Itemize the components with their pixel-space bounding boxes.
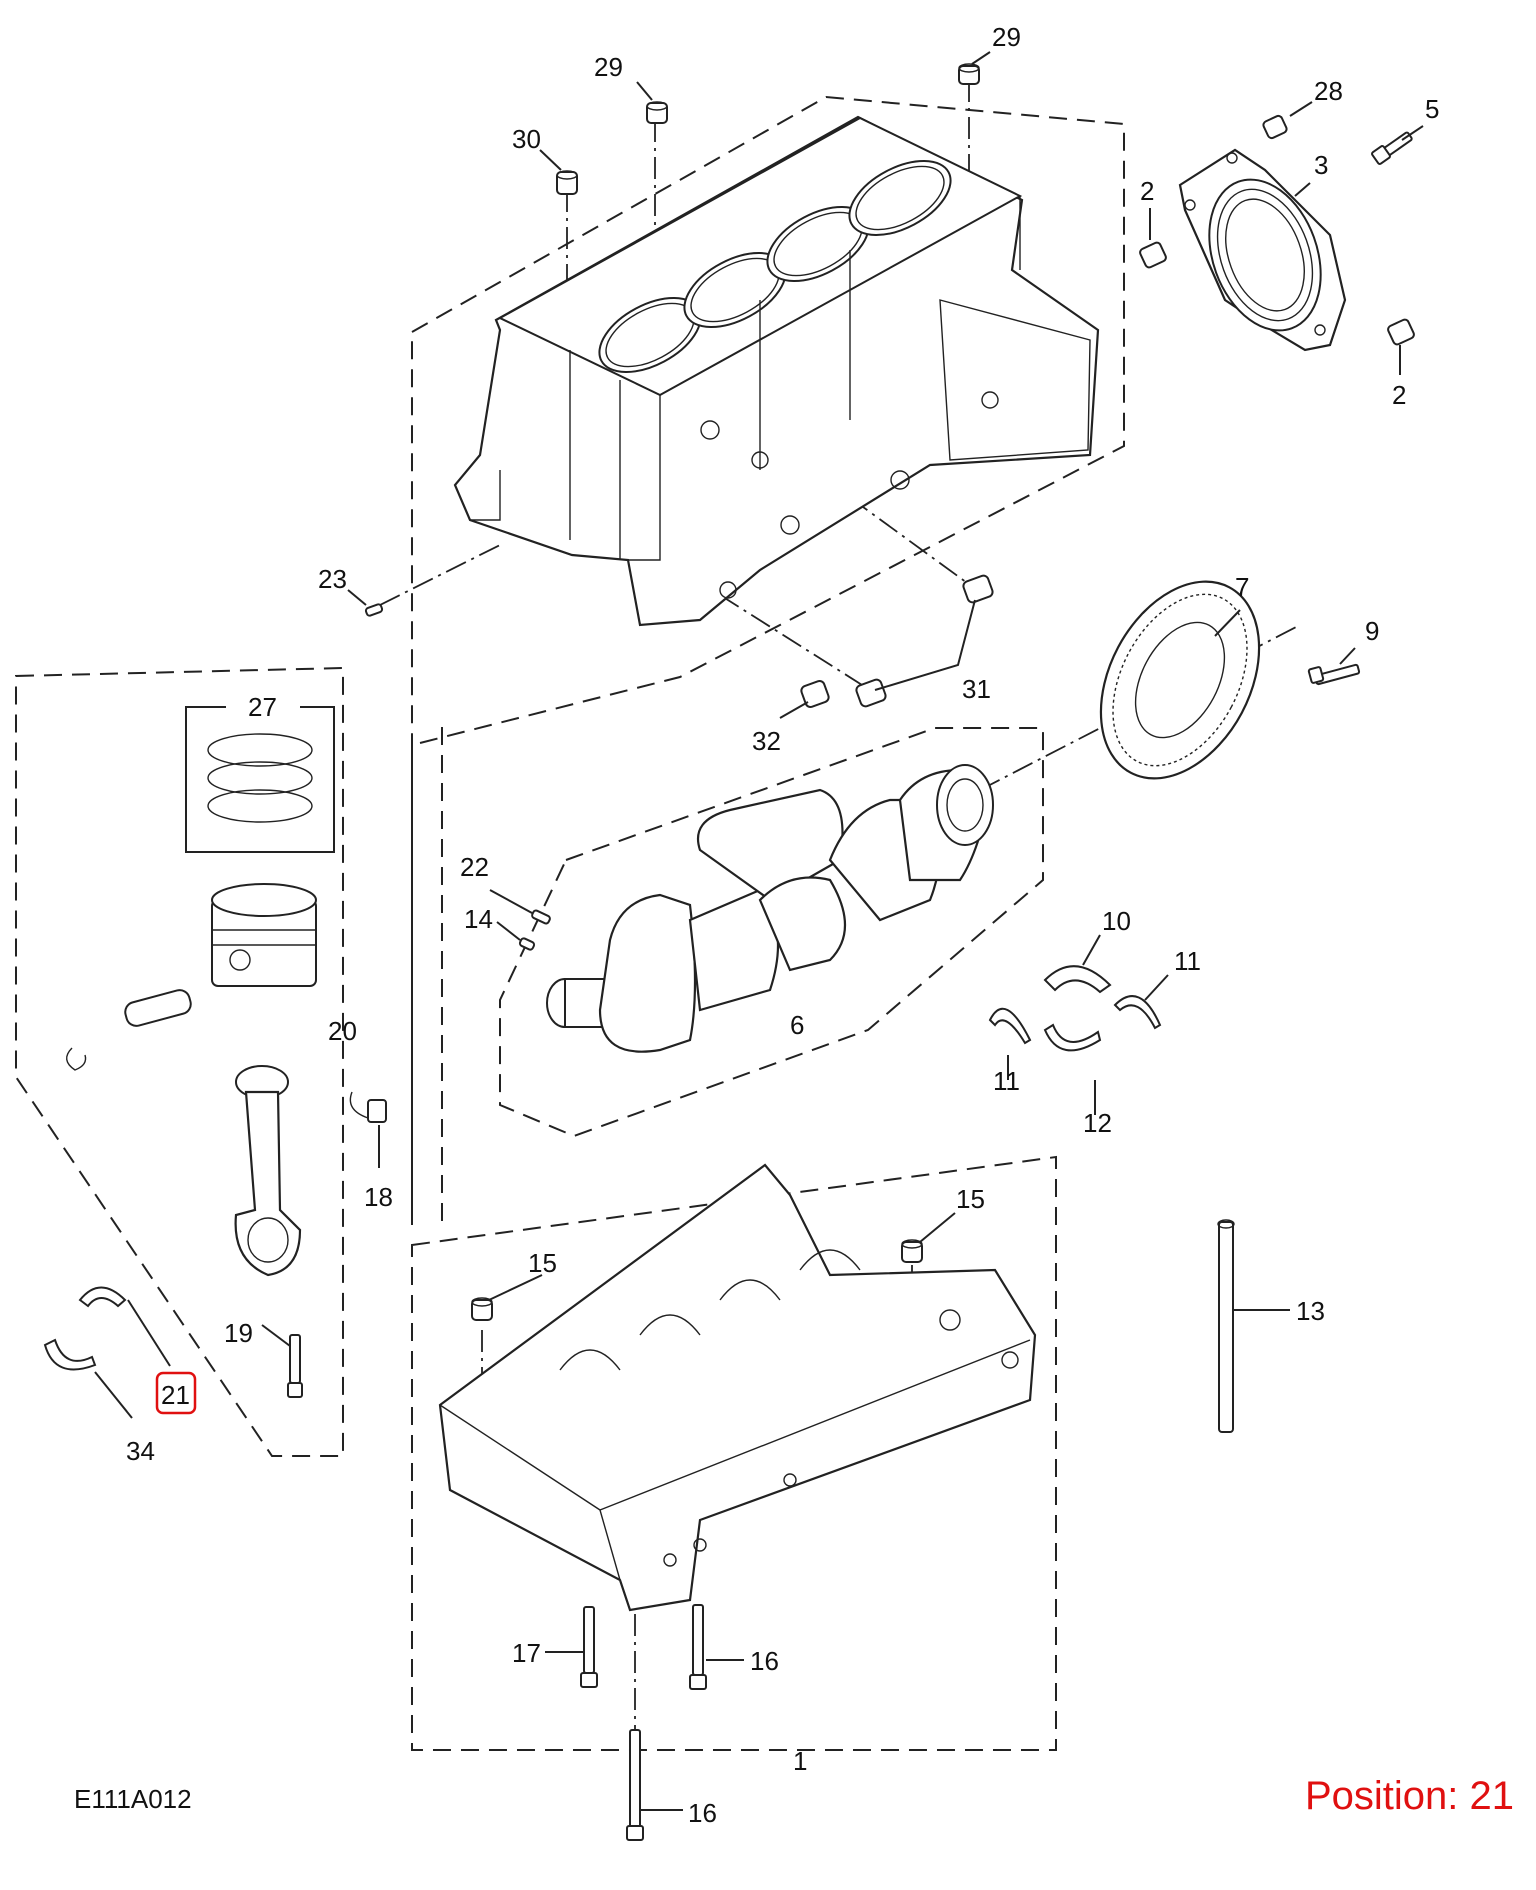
lower-crankcase [438, 1163, 1037, 1612]
crankshaft-inner-outline [499, 727, 1044, 1138]
callout-15b[interactable]: 15 [956, 1184, 985, 1214]
piston [211, 883, 317, 987]
callout-28[interactable]: 28 [1314, 76, 1343, 106]
callout-32[interactable]: 32 [752, 726, 781, 756]
cylinder-block-group-outline [411, 95, 1125, 1225]
axis-line-32 [719, 594, 871, 691]
position-label: Position: 21 [1304, 1774, 1514, 1818]
rear-seal-housing [1178, 148, 1347, 352]
bolt-16-short [689, 1604, 707, 1690]
callout-23[interactable]: 23 [318, 564, 347, 594]
callout-15a[interactable]: 15 [528, 1248, 557, 1278]
lower-crankcase-group-outline [411, 1155, 1057, 1751]
bolt-17 [580, 1606, 598, 1688]
sleeve-31 [855, 574, 994, 708]
oil-jet-18 [349, 1091, 387, 1123]
callout-34[interactable]: 34 [126, 1436, 155, 1466]
dowel-2a [1139, 241, 1167, 269]
bolt-16-long [626, 1729, 644, 1841]
bearing-shell-12 [1043, 1023, 1102, 1052]
thrust-washer-11b [1113, 995, 1162, 1030]
callout-16a[interactable]: 16 [750, 1646, 779, 1676]
callout-31[interactable]: 31 [962, 674, 991, 704]
callout-7[interactable]: 7 [1235, 572, 1249, 602]
crankshaft [546, 764, 994, 1053]
axis-line-23 [379, 544, 501, 606]
pin-14 [518, 937, 536, 951]
piston-pin [124, 989, 192, 1027]
bolt-19 [287, 1334, 303, 1398]
callout-12[interactable]: 12 [1083, 1108, 1112, 1138]
circlip [66, 1047, 87, 1071]
callout-18[interactable]: 18 [364, 1182, 393, 1212]
callout-14[interactable]: 14 [464, 904, 493, 934]
callout-5[interactable]: 5 [1425, 94, 1439, 124]
callout-11a[interactable]: 11 [1174, 946, 1201, 976]
highlight-box [155, 1371, 197, 1415]
dowel-15a [471, 1297, 493, 1321]
callout-30[interactable]: 30 [512, 124, 541, 154]
bearing-shell-10 [1043, 965, 1112, 994]
piston-rings [207, 733, 313, 823]
rod-bearing-21 [78, 1286, 127, 1308]
stud-13 [1217, 1219, 1235, 1433]
callout-6[interactable]: 6 [790, 1010, 804, 1040]
callout-9[interactable]: 9 [1365, 616, 1379, 646]
dowel-28 [1262, 114, 1288, 140]
sleeve-32 [800, 679, 830, 709]
reluctor-ring [1099, 580, 1261, 780]
dowel-30 [556, 170, 578, 195]
callout-16b[interactable]: 16 [688, 1798, 717, 1828]
dowel-2b [1387, 318, 1415, 346]
callout-1[interactable]: 1 [793, 1746, 807, 1776]
dowel-15b [901, 1239, 923, 1263]
dowel-29b [646, 101, 668, 124]
callout-17[interactable]: 17 [512, 1638, 541, 1668]
pin-23 [364, 603, 384, 617]
callout-21[interactable]: 21 [161, 1380, 190, 1410]
callout-27[interactable]: 27 [248, 692, 277, 722]
piston-group-outline [15, 666, 344, 1457]
callout-29a[interactable]: 29 [992, 22, 1021, 52]
cylinder-block [453, 115, 1100, 627]
callout-2a[interactable]: 2 [1140, 176, 1154, 206]
ring-set-bracket [185, 706, 335, 853]
bolt-9 [1307, 663, 1361, 686]
callout-29b[interactable]: 29 [594, 52, 623, 82]
callout-3[interactable]: 3 [1314, 150, 1328, 180]
thrust-washer-11a [988, 1007, 1032, 1045]
callout-22[interactable]: 22 [460, 852, 489, 882]
callout-13[interactable]: 13 [1296, 1296, 1325, 1326]
callout-19[interactable]: 19 [224, 1318, 253, 1348]
connecting-rod [234, 1065, 302, 1277]
callout-10[interactable]: 10 [1102, 906, 1131, 936]
pin-22 [531, 909, 551, 925]
callout-2b[interactable]: 2 [1392, 380, 1406, 410]
callout-11b[interactable]: 11 [993, 1066, 1020, 1096]
diagram-code: E111A012 [74, 1784, 192, 1814]
dowel-29a [958, 63, 980, 85]
callout-20[interactable]: 20 [328, 1016, 357, 1046]
rod-bearing-34 [43, 1338, 97, 1371]
